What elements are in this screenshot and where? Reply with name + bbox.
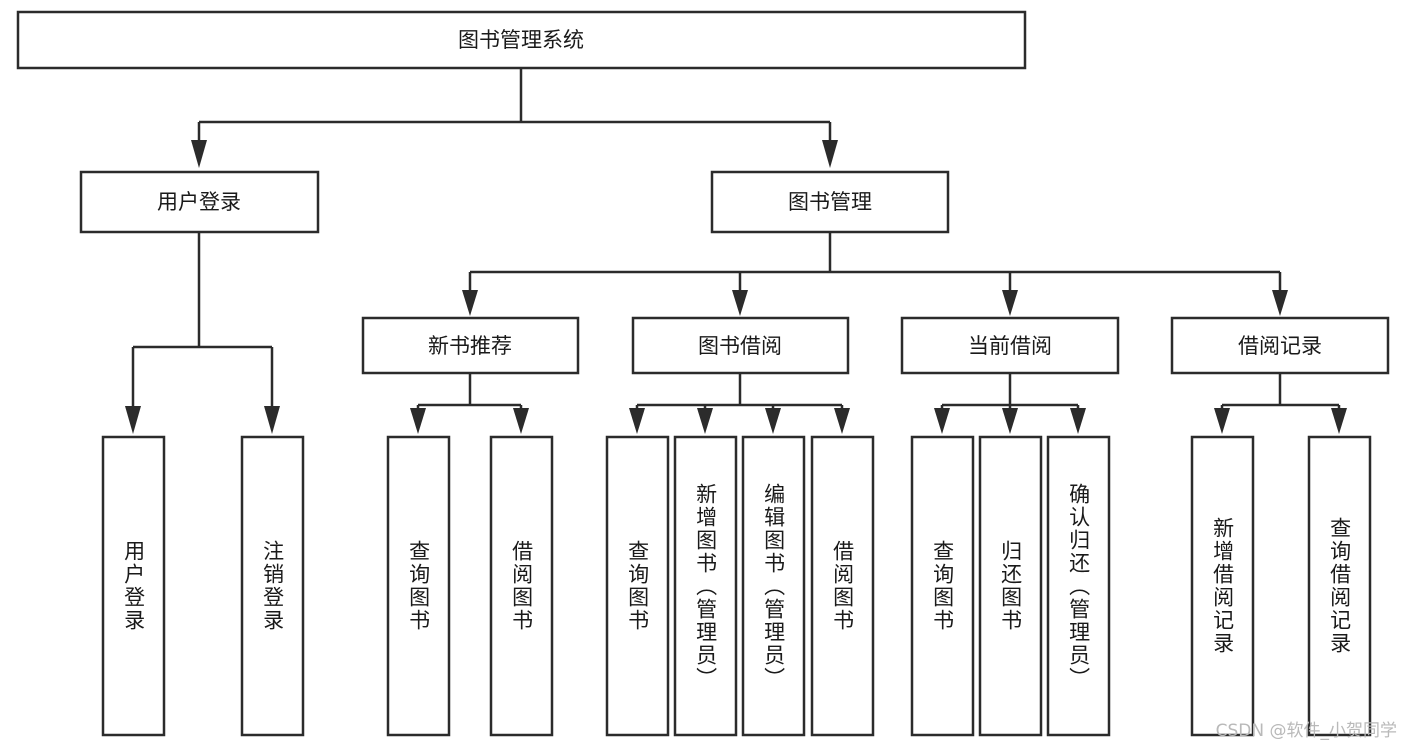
node-box-leaf-query-book-1[interactable]: [386, 435, 451, 737]
arrow-head-new-book-recommend: [462, 290, 478, 316]
node-box-leaf-borrow-book-2[interactable]: [810, 435, 875, 737]
csdn-watermark: CSDN @软件_小贺同学: [1215, 721, 1397, 741]
node-box-borrow-record[interactable]: [1170, 316, 1390, 375]
connectors-root-to-level1: [191, 68, 838, 168]
arrow-head-leaf-return-book: [1002, 408, 1018, 434]
arrow-head-leaf-add-book: [697, 408, 713, 434]
connectors-book-borrow-to-leaves: [629, 373, 850, 434]
node-box-root[interactable]: [16, 10, 1027, 70]
connectors-current-borrow-to-leaves: [934, 373, 1086, 434]
node-box-book-borrow[interactable]: [631, 316, 850, 375]
arrow-head-book-borrow: [732, 290, 748, 316]
arrow-head-leaf-logout: [264, 406, 280, 434]
arrow-head-leaf-borrow-book-1: [513, 408, 529, 434]
node-label-borrow-record: 借阅记录: [1238, 334, 1322, 358]
node-box-leaf-query-book-3[interactable]: [910, 435, 975, 737]
node-label-leaf-query-book-3: 查询图书: [930, 540, 955, 632]
connectors-book-manage-to-level2: [462, 232, 1288, 316]
arrow-head-leaf-confirm-return: [1070, 408, 1086, 434]
connectors-borrow-record-to-leaves: [1214, 373, 1347, 434]
node-box-leaf-add-record[interactable]: [1190, 435, 1255, 737]
node-box-leaf-query-record[interactable]: [1307, 435, 1372, 737]
node-label-leaf-borrow-book-1: 借阅图书: [509, 540, 534, 632]
node-box-leaf-confirm-return[interactable]: [1046, 435, 1111, 737]
node-label-leaf-add-record: 新增借阅记录: [1210, 517, 1235, 655]
arrow-head-leaf-query-record: [1331, 408, 1347, 434]
node-label-leaf-query-record: 查询借阅记录: [1327, 517, 1352, 655]
arrow-head-leaf-user-login: [125, 406, 141, 434]
node-label-leaf-user-login: 用户登录: [121, 540, 146, 632]
node-box-leaf-query-book-2[interactable]: [605, 435, 670, 737]
node-box-leaf-borrow-book-1[interactable]: [489, 435, 554, 737]
node-label-leaf-add-book: 新增图书（管理员）: [693, 482, 718, 690]
arrow-head-leaf-query-book-3: [934, 408, 950, 434]
arrow-head-book-manage: [822, 140, 838, 168]
arrow-head-borrow-record: [1272, 290, 1288, 316]
node-label-leaf-query-book-2: 查询图书: [625, 540, 650, 632]
arrow-head-leaf-add-record: [1214, 408, 1230, 434]
arrow-head-user-login: [191, 140, 207, 168]
arrow-head-leaf-edit-book: [765, 408, 781, 434]
node-label-leaf-logout: 注销登录: [260, 540, 285, 632]
node-label-book-borrow: 图书借阅: [698, 334, 782, 358]
node-label-root: 图书管理系统: [458, 28, 584, 52]
node-label-leaf-return-book: 归还图书: [998, 540, 1023, 632]
node-label-new-book-recommend: 新书推荐: [428, 334, 512, 358]
node-box-leaf-return-book[interactable]: [978, 435, 1043, 737]
node-label-leaf-query-book-1: 查询图书: [406, 540, 431, 632]
arrow-head-leaf-query-book-1: [410, 408, 426, 434]
node-label-user-login: 用户登录: [157, 190, 241, 214]
arrow-head-leaf-query-book-2: [629, 408, 645, 434]
connectors-user-login-to-leaves: [125, 232, 280, 434]
node-label-leaf-borrow-book-2: 借阅图书: [830, 540, 855, 632]
node-box-leaf-logout[interactable]: [240, 435, 305, 737]
node-box-leaf-user-login[interactable]: [101, 435, 166, 737]
node-box-leaf-add-book[interactable]: [673, 435, 738, 737]
node-label-book-manage: 图书管理: [788, 190, 872, 214]
node-label-leaf-confirm-return: 确认归还（管理员）: [1066, 482, 1091, 690]
node-box-book-manage[interactable]: [710, 170, 950, 234]
node-box-current-borrow[interactable]: [900, 316, 1120, 375]
arrow-head-leaf-borrow-book-2: [834, 408, 850, 434]
node-box-user-login[interactable]: [79, 170, 320, 234]
arrow-head-current-borrow: [1002, 290, 1018, 316]
node-label-leaf-edit-book: 编辑图书（管理员）: [761, 482, 786, 690]
node-box-leaf-edit-book[interactable]: [741, 435, 806, 737]
connectors-new-book-recommend-to-leaves: [410, 373, 529, 434]
node-label-current-borrow: 当前借阅: [968, 334, 1052, 358]
node-box-new-book-recommend[interactable]: [361, 316, 580, 375]
